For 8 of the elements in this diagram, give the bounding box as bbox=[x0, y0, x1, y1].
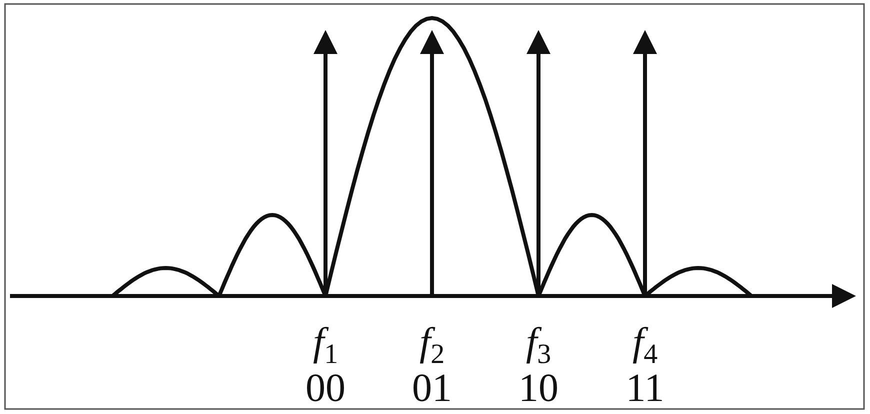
frequency-label: f$_{3}$ bbox=[526, 322, 552, 362]
bit-label: 11 bbox=[626, 368, 664, 408]
frequency-label: f$_{4}$ bbox=[632, 322, 658, 362]
bit-label: 00 bbox=[306, 368, 346, 408]
frequency-label: f$_{2}$ bbox=[419, 322, 445, 362]
bit-label: 10 bbox=[518, 368, 558, 408]
bit-label: 01 bbox=[412, 368, 452, 408]
frequency-label: f$_{1}$ bbox=[312, 322, 338, 362]
